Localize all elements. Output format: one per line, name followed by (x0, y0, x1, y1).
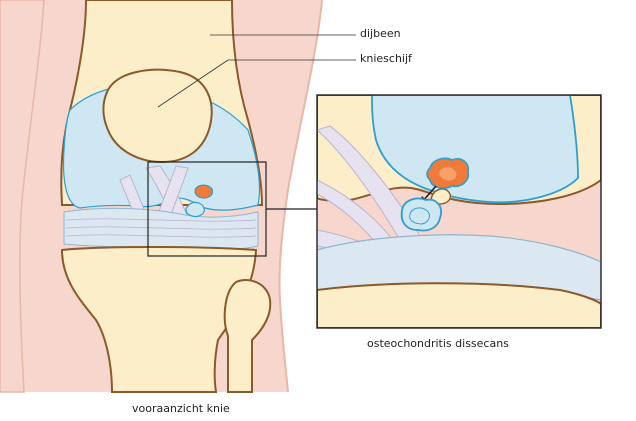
patella-bone (102, 68, 213, 164)
label-view-caption: vooraanzicht knie (132, 402, 230, 415)
leg-skin-outline (278, 0, 323, 393)
detail-inset (316, 94, 602, 329)
leader-patella (157, 59, 229, 108)
knee-front-view (0, 0, 323, 393)
fibula-bone (223, 279, 272, 393)
label-patella: knieschijf (360, 52, 412, 65)
leg-skin-inner (0, 0, 45, 393)
label-inset-caption: osteochondritis dissecans (367, 337, 509, 350)
tibia-bone (60, 246, 258, 393)
lesion-small (185, 184, 214, 218)
meniscus-lines (65, 218, 257, 238)
inset-frame (316, 94, 602, 329)
label-femur: dijbeen (360, 27, 401, 40)
